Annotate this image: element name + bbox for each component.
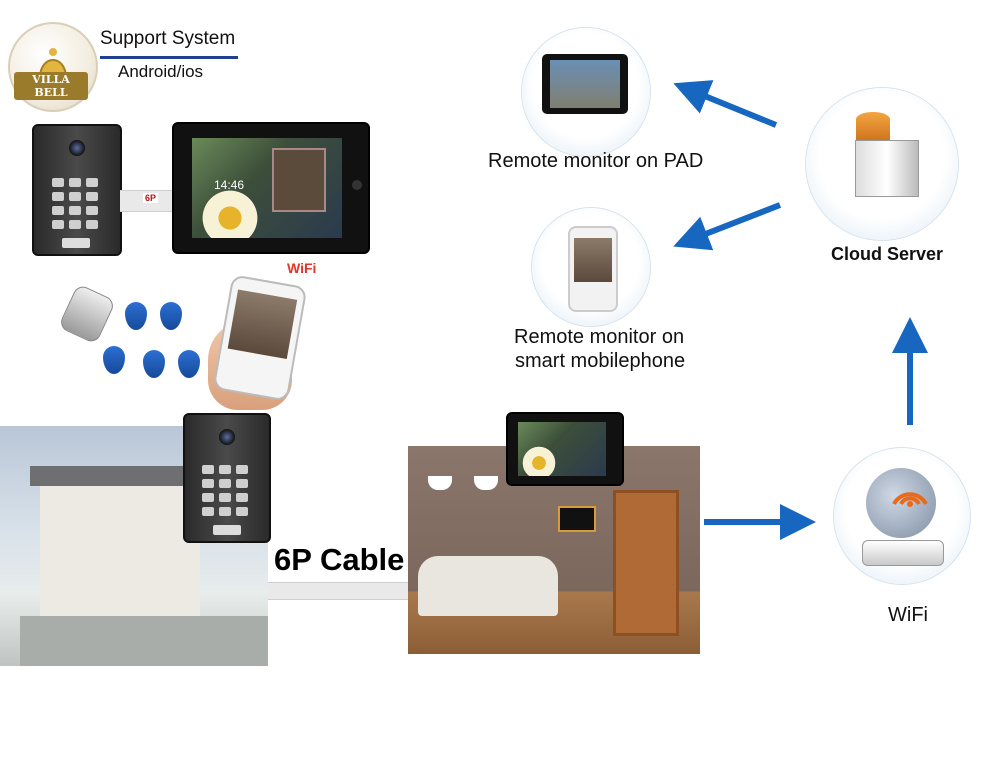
phone-label-line1: Remote monitor on [514,326,685,348]
keypad [202,465,248,516]
phone-node [532,208,650,326]
arrow-server-to-pad [673,80,778,128]
camera-lens-icon [69,140,85,156]
cable-tag: 6P [143,193,159,203]
header-title: Support System [100,28,236,49]
monitor-button-icon [352,180,362,190]
wifi-signal-icon [892,492,928,507]
flower-wallpaper-icon [520,444,558,476]
keypad [52,178,98,229]
cable-bottom [268,582,410,600]
camera-lens-icon [219,429,235,445]
rfid-tag-icon [125,302,147,330]
card-reader [213,525,241,535]
outdoor-camera-unit [32,124,122,256]
router-icon [862,540,944,566]
screen-window-image [272,148,326,212]
outdoor-camera-unit-installed [183,413,271,543]
indoor-monitor: 14:46 [172,122,370,254]
cable-label: 6P Cable [274,542,405,577]
pad-node [522,28,650,156]
tablet-icon [542,54,628,114]
flower-wallpaper-icon [198,186,262,238]
pad-label: Remote monitor on PAD [488,150,704,172]
smartphone-icon [568,226,618,312]
wifi-label: WiFi [888,604,928,626]
monitor-screen [518,422,606,476]
monitor-screen: 14:46 [192,138,342,238]
arrow-server-to-phone [673,202,782,251]
screen-time: 14:46 [214,178,245,192]
indoor-monitor-room [506,412,624,486]
card-reader [62,238,90,248]
cloud-label: Cloud Server [831,244,944,264]
header-subtitle: Android/ios [118,62,204,81]
rfid-tag-icon [103,346,125,374]
phone-label-line2: smart mobilephone [515,350,686,372]
rfid-tag-icon [178,350,200,378]
wifi-badge: WiFi [287,260,317,276]
server-icon [855,140,919,197]
rfid-tag-icon [143,350,165,378]
rfid-tag-icon [160,302,182,330]
header-divider [100,56,238,59]
logo-text: VILLA BELL [14,72,88,100]
